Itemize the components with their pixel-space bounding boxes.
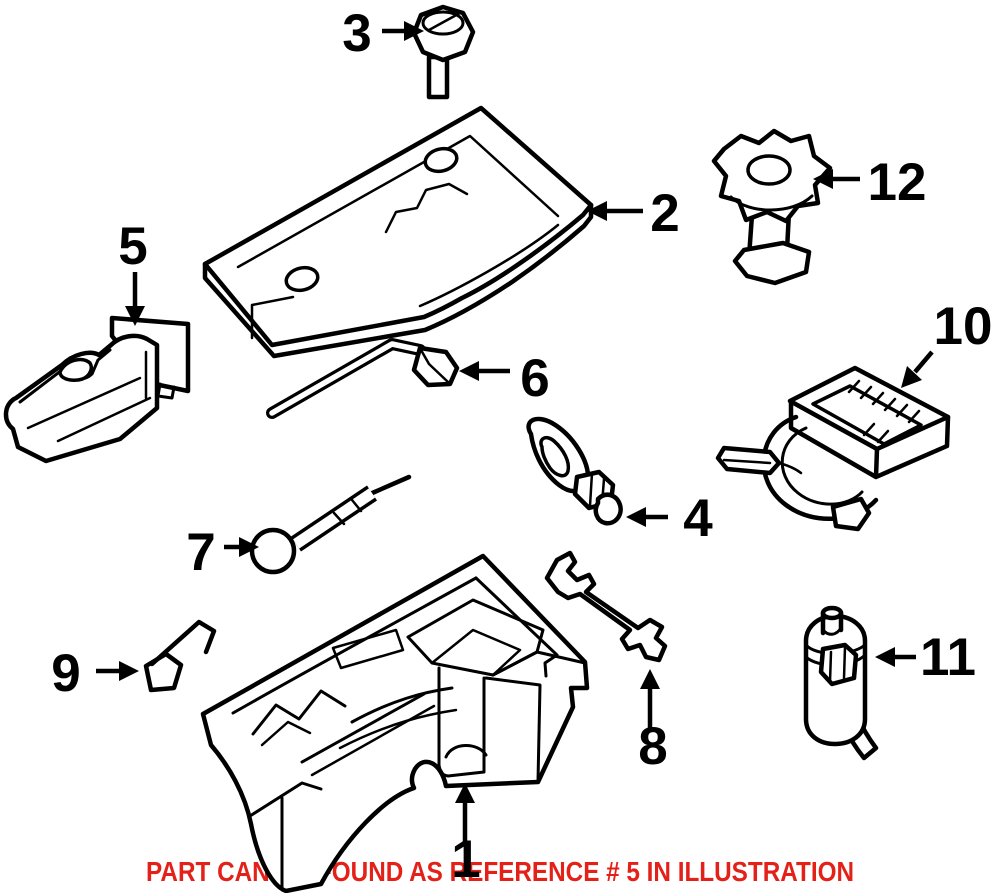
part-10-label: 10 bbox=[901, 297, 992, 388]
part-2-label: 2 bbox=[587, 184, 680, 243]
part-11-sealant-bottle-drawing bbox=[803, 605, 879, 761]
part-7-label: 7 bbox=[186, 523, 259, 582]
part-8-arrow bbox=[640, 669, 660, 689]
part-8-label: 8 bbox=[638, 669, 668, 776]
part-1-storage-tray-drawing bbox=[200, 553, 590, 893]
part-2-cover-panel-drawing bbox=[202, 105, 594, 359]
part-4-tow-hook-drawing bbox=[526, 416, 623, 526]
part-5-arrow bbox=[125, 306, 145, 326]
part-8-ref-label: 8 bbox=[638, 717, 667, 776]
part-5-ref-label: 5 bbox=[118, 217, 147, 276]
part-7-arrow bbox=[239, 537, 259, 557]
part-1-ref-label: 1 bbox=[451, 830, 480, 889]
part-9-arrow bbox=[119, 661, 139, 681]
part-10-arrow bbox=[901, 366, 922, 388]
part-12-ref-label: 12 bbox=[868, 153, 927, 212]
part-2-arrow bbox=[587, 201, 607, 221]
part-8-open-end-wrench-drawing bbox=[544, 550, 668, 663]
part-6-ref-label: 6 bbox=[520, 349, 549, 408]
part-3-label: 3 bbox=[342, 4, 424, 63]
part-9-ref-label: 9 bbox=[51, 644, 80, 703]
part-4-arrow bbox=[626, 507, 646, 527]
part-2-ref-label: 2 bbox=[650, 184, 679, 243]
part-11-ref-label: 11 bbox=[920, 628, 976, 687]
part-4-label: 4 bbox=[626, 489, 713, 548]
part-12-arrow bbox=[813, 169, 833, 189]
part-3-arrow bbox=[404, 21, 424, 41]
part-10-ref-label: 10 bbox=[934, 297, 993, 356]
part-6-arrow bbox=[459, 361, 479, 381]
part-1-arrow bbox=[455, 783, 475, 803]
part-3-ref-label: 3 bbox=[342, 4, 371, 63]
part-3-wing-bolt-drawing bbox=[411, 4, 476, 100]
footer-note: PART CAN BE FOUND AS REFERENCE # 5 IN IL… bbox=[146, 856, 854, 887]
part-5-jack-drawing bbox=[3, 315, 191, 464]
part-9-hook-bracket-drawing bbox=[143, 619, 217, 693]
part-5-label: 5 bbox=[118, 217, 148, 326]
part-6-label: 6 bbox=[459, 349, 550, 408]
part-7-ref-label: 7 bbox=[186, 523, 215, 582]
part-12-label: 12 bbox=[813, 153, 926, 212]
part-1-label: 1 bbox=[451, 783, 481, 889]
part-11-arrow bbox=[875, 647, 895, 667]
part-9-label: 9 bbox=[51, 644, 139, 703]
part-7-extension-rod-drawing bbox=[249, 474, 412, 575]
part-11-label: 11 bbox=[875, 628, 976, 687]
part-4-ref-label: 4 bbox=[683, 489, 713, 548]
part-10-air-compressor-drawing bbox=[715, 365, 951, 532]
part-6-lug-wrench-drawing bbox=[266, 338, 460, 419]
part-12-retainer-nut-drawing bbox=[711, 128, 833, 286]
